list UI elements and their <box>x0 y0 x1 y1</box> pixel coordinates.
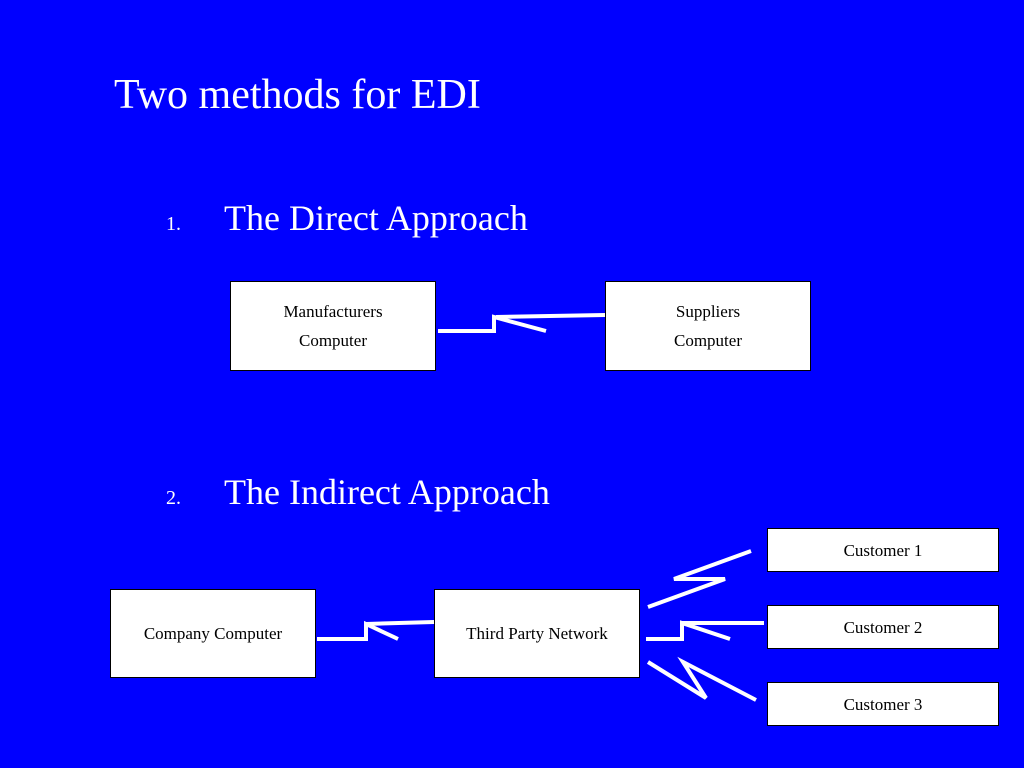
list-number-1: 1. <box>166 213 181 235</box>
manufacturers-computer-label-line2: Computer <box>299 331 367 350</box>
customer-1-label: Customer 1 <box>843 540 923 560</box>
suppliers-computer-box: Suppliers Computer <box>605 281 811 371</box>
customer-2-box: Customer 2 <box>767 605 999 649</box>
direct-link-line <box>495 313 606 319</box>
company-computer-label: Company Computer <box>143 624 283 643</box>
manufacturers-computer-label-line1: Manufacturers <box>283 302 383 321</box>
company-network-link-bolt <box>317 620 399 641</box>
list-item-indirect-approach: The Indirect Approach <box>224 472 550 512</box>
company-network-link-line <box>365 620 435 626</box>
suppliers-computer-label-line2: Computer <box>674 331 742 350</box>
network-customer-3-link <box>646 656 757 702</box>
list-number-2: 2. <box>166 487 181 509</box>
third-party-network-label: Third Party Network <box>466 624 608 643</box>
list-item-direct-approach: The Direct Approach <box>224 198 528 238</box>
customer-1-box: Customer 1 <box>767 528 999 572</box>
slide-title: Two methods for EDI <box>114 72 481 118</box>
network-customer-1-link <box>647 549 752 609</box>
manufacturers-computer-box: Manufacturers Computer <box>230 281 436 371</box>
company-computer-box: Company Computer <box>110 589 316 678</box>
direct-link-bolt <box>438 314 547 333</box>
network-customer-2-link <box>646 620 731 641</box>
customer-3-label: Customer 3 <box>843 694 923 714</box>
customer-3-box: Customer 3 <box>767 682 999 726</box>
third-party-network-box: Third Party Network <box>434 589 640 678</box>
suppliers-computer-label-line1: Suppliers <box>675 302 741 321</box>
customer-2-label: Customer 2 <box>843 617 923 637</box>
